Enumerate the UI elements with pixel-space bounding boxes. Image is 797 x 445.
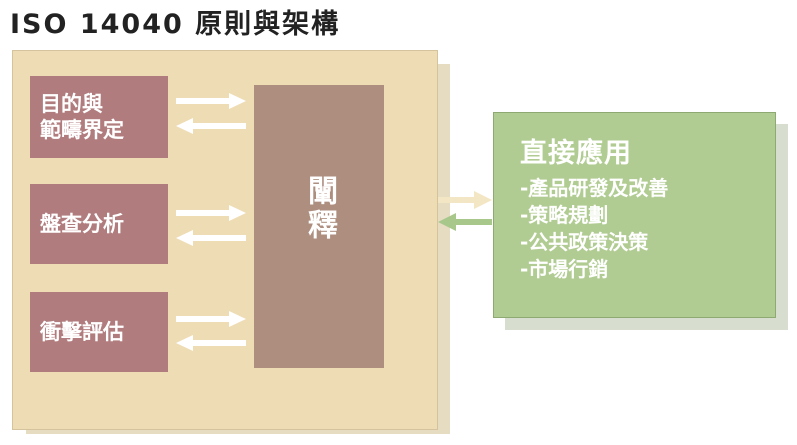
phase-goal-scope-line: 範疇界定	[40, 118, 124, 142]
interpretation-label: 闡釋	[302, 175, 337, 243]
phase-impact-assessment-label: 衝擊評估	[40, 319, 124, 344]
page-title: ISO 14040 原則與架構	[10, 9, 341, 40]
applications-title: 直接應用	[520, 138, 632, 169]
applications-item: -策略規劃	[520, 203, 609, 227]
phase-inventory-analysis-label: 盤查分析	[40, 211, 124, 236]
applications-panel: 直接應用 -產品研發及改善 -策略規劃 -公共政策決策 -市場行銷	[493, 112, 776, 318]
phase-goal-scope-line: 目的與	[40, 91, 103, 116]
interpretation-box: 闡釋	[254, 85, 384, 368]
phase-inventory-analysis: 盤查分析	[30, 184, 168, 264]
phase-impact-assessment: 衝擊評估	[30, 292, 168, 372]
applications-item: -市場行銷	[520, 257, 609, 281]
applications-item: -產品研發及改善	[520, 176, 669, 200]
applications-list: -產品研發及改善 -策略規劃 -公共政策決策 -市場行銷	[520, 175, 668, 283]
applications-item: -公共政策決策	[520, 230, 649, 254]
phase-goal-scope-label: 目的與 範疇界定	[40, 91, 124, 144]
phase-goal-scope: 目的與 範疇界定	[30, 76, 168, 158]
